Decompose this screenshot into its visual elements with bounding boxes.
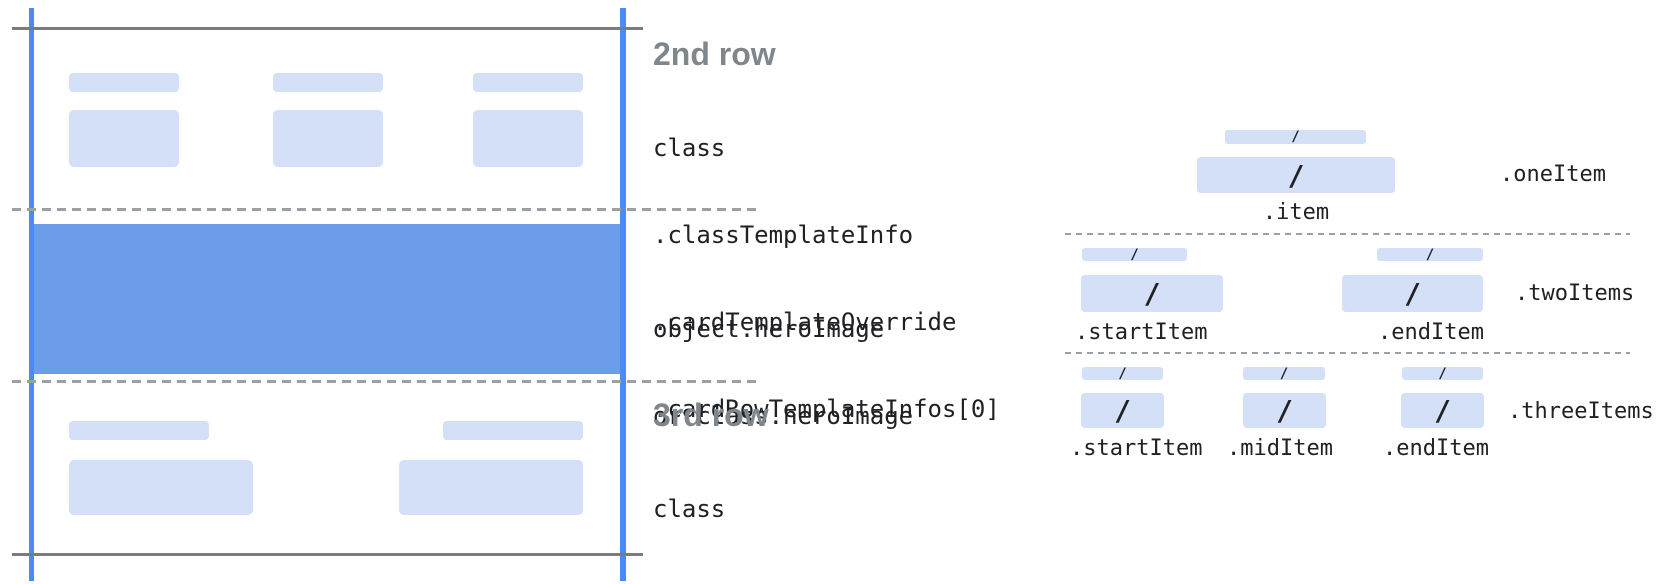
slash-placeholder: / [1404,277,1421,310]
hero-image-path: object.heroImage or class.heroImage [653,257,913,489]
slash-placeholder: / [1130,246,1139,263]
two-items-start-label: .startItem [1075,320,1208,345]
three-items-row-label: .threeItems [1508,399,1654,424]
row3-value-placeholder-1 [69,460,253,515]
three-items-mid-label: .midItem [1227,436,1333,461]
three-items-start-label-bar: / [1082,365,1163,382]
row2-heading: 2nd row [653,36,776,72]
row2-value-placeholder-3 [473,110,583,167]
one-item-label-bar: / [1225,129,1366,145]
slash-placeholder: / [1279,365,1289,382]
card-bottom-border [12,553,643,556]
two-items-start-label-bar: / [1082,246,1187,263]
row2-class-path: class .classTemplateInfo .cardTemplateOv… [653,76,1000,482]
row3-label-placeholder-2 [443,421,583,440]
three-items-end-label-bar: / [1402,365,1483,382]
row2-label-placeholder-2 [273,73,383,92]
item-row-divider-dashed [1065,352,1630,354]
two-items-end-label-bar: / [1377,246,1483,263]
row2-label-placeholder-1 [69,73,179,92]
slash-placeholder: / [1425,246,1435,263]
card-top-border [12,27,643,30]
template-path-line: class [653,495,726,523]
row3-class-path: class .classTemplateInfo .cardTemplateOv… [653,437,1000,584]
row3-label-placeholder-1 [69,421,209,440]
template-path-line: or class.heroImage [653,402,914,430]
two-items-end-value-bar: / [1342,275,1483,312]
three-items-mid-value-bar: / [1243,393,1326,428]
hero-image-band [34,224,620,374]
slash-placeholder: / [1291,129,1300,145]
template-path-line: .classTemplateInfo [653,221,914,249]
row2-value-placeholder-1 [69,110,179,167]
two-items-row-label: .twoItems [1515,281,1635,306]
card-right-edge-guide [620,8,626,581]
row-divider-dashed-bottom [12,380,760,383]
slash-placeholder: / [1143,277,1161,310]
row2-label-placeholder-3 [473,73,583,92]
slash-placeholder: / [1287,158,1305,192]
slash-placeholder: / [1276,394,1293,427]
three-items-end-value-bar: / [1401,393,1484,428]
three-items-start-value-bar: / [1081,393,1164,428]
one-item-value-bar: / [1197,157,1395,193]
template-path-line: .cardRowTemplateInfos[0] [653,395,1000,423]
row-divider-dashed-top [12,208,760,211]
slash-placeholder: / [1434,394,1451,427]
one-item-field-label: .item [1262,200,1330,225]
card-left-edge-guide [29,8,34,581]
template-path-line: .cardTemplateOverride [653,308,957,336]
template-path-line: class [653,134,726,162]
template-path-line: .classTemplateInfo [653,582,1000,584]
row3-value-placeholder-2 [399,460,583,515]
two-items-end-label: .endItem [1378,320,1484,345]
two-items-start-value-bar: / [1081,275,1223,312]
slash-placeholder: / [1118,365,1127,382]
row3-heading: 3rd row [653,397,769,433]
row2-value-placeholder-2 [273,110,383,167]
three-items-end-label: .endItem [1383,436,1489,461]
slash-placeholder: / [1114,394,1131,427]
three-items-start-label: .startItem [1070,436,1203,461]
one-item-row-label: .oneItem [1500,162,1606,187]
item-row-divider-dashed [1065,233,1630,235]
slash-placeholder: / [1438,365,1447,382]
template-path-line: object.heroImage [653,315,885,343]
three-items-mid-label-bar: / [1243,365,1325,382]
